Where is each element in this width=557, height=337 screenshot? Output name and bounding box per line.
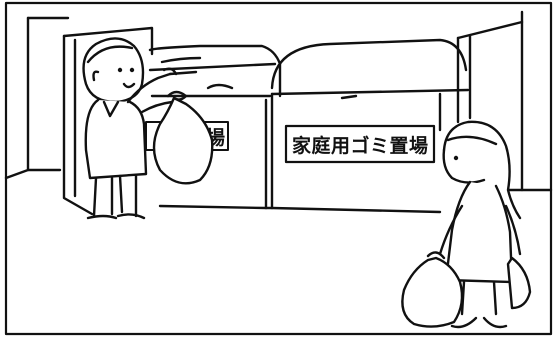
man-figure [82, 37, 198, 220]
station-right-panel [456, 20, 524, 124]
man-garbage-bag [152, 90, 214, 185]
woman-rear-garbage-bag [506, 256, 532, 310]
right-bin-sign-text: 家庭用ゴミ置場 [292, 134, 428, 157]
station-left-panel [62, 26, 154, 216]
right-garbage-bin: 家庭用ゴミ置場 [264, 38, 470, 214]
woman-front-garbage-bag [401, 251, 464, 328]
right-bin-sign [284, 124, 436, 164]
woman-figure [438, 120, 522, 329]
